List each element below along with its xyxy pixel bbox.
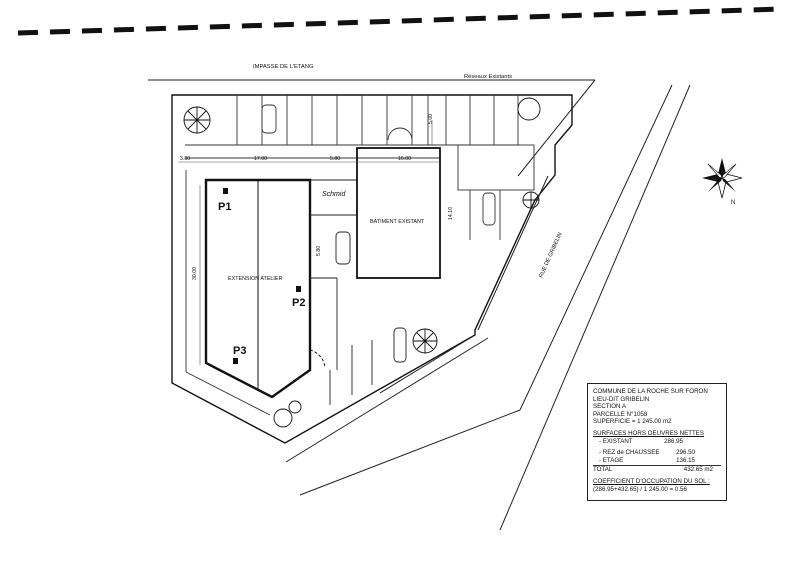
dim-1600: 16.00 <box>398 156 411 162</box>
etage-label: - ETAGE <box>599 457 623 465</box>
existant-row: - EXISTANT 286.95 <box>593 438 721 446</box>
parcelle-text: PARCELLE N°1058 <box>593 411 721 419</box>
etage-value: 136.15 <box>676 457 695 465</box>
signature: Schmid <box>322 191 346 198</box>
north-label: N <box>731 200 735 206</box>
dim-580: 5.80 <box>330 156 340 162</box>
p2-marker <box>296 286 301 292</box>
coef-formula: (286.95+432.65) / 1 245.00 = 0.56 <box>593 486 721 494</box>
dim-1410: 14.10 <box>448 207 454 220</box>
existing-building <box>357 148 440 278</box>
street-gribelin-label: RUE DE GRIBELIN <box>538 232 563 279</box>
dim-500: 5.00 <box>428 114 434 124</box>
p1-label: P1 <box>218 201 231 213</box>
superficie-text: SUPERFICIE = 1 245.00 m2 <box>593 418 721 426</box>
title-block: COMMUNE DE LA ROCHE SUR FORON LIEU-DIT G… <box>587 383 727 501</box>
boundary-dash-line <box>18 9 782 33</box>
door-arc <box>310 350 325 368</box>
total-value: 432.65 m2 <box>684 466 713 474</box>
extension-label: EXTENSION ATELIER <box>228 276 283 282</box>
parking-strip <box>185 95 520 158</box>
dim-380: 3.80 <box>180 156 190 162</box>
section-text: SECTION A <box>593 403 721 411</box>
existing-label: BATIMENT EXISTANT <box>370 219 425 225</box>
existant-label: - EXISTANT <box>599 438 633 446</box>
total-label: TOTAL <box>593 466 612 474</box>
commune-text: COMMUNE DE LA ROCHE SUR FORON <box>593 388 721 396</box>
total-row: TOTAL 432.65 m2 <box>593 465 721 474</box>
p1-marker <box>223 188 228 194</box>
surfaces-title: SURFACES HORS OEUVRES NETTES <box>593 430 721 438</box>
lieu-dit-text: LIEU-DIT GRIBELIN <box>593 396 721 404</box>
coef-title: COEFFICIENT D'OCCUPATION DU SOL : <box>593 478 721 486</box>
annex-area <box>310 180 406 405</box>
rdc-row: - REZ de CHAUSSEE 296.50 <box>593 449 721 457</box>
rdc-value: 296.50 <box>676 449 695 457</box>
north-arrow-icon <box>702 158 742 198</box>
street-reseaux-label: Réseaux Existants <box>464 74 512 80</box>
p2-label: P2 <box>292 297 305 309</box>
existant-value: 286.95 <box>664 438 683 446</box>
dim-1700: 17.00 <box>254 156 267 162</box>
street-impasse-label: IMPASSE DE L'ETANG <box>253 64 314 70</box>
p3-label: P3 <box>233 345 246 357</box>
etage-row: - ETAGE 136.15 <box>593 457 721 465</box>
dim-580b: 5.80 <box>316 246 322 256</box>
dim-3000: 30.00 <box>192 267 198 280</box>
rdc-label: - REZ de CHAUSSEE <box>599 449 660 457</box>
p3-marker <box>233 358 238 364</box>
